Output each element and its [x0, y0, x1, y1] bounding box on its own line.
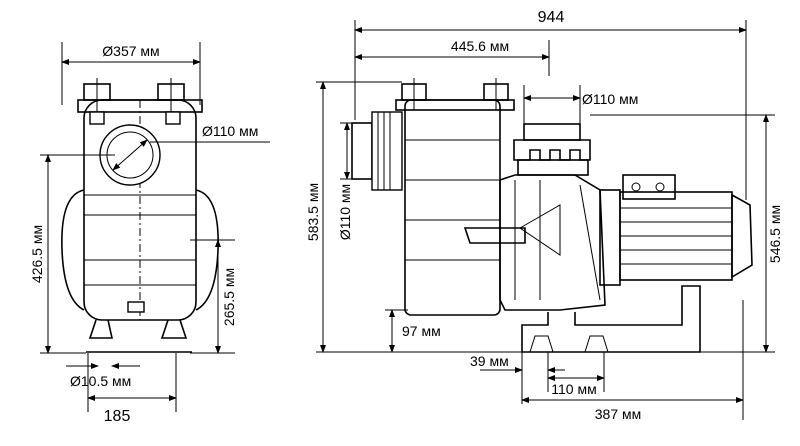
side-inlet-offset-label: 445.6 мм — [451, 38, 509, 54]
side-total-height-label: 583.5 мм — [305, 183, 321, 241]
side-inlet-union — [351, 111, 403, 191]
front-axis-height-label: 265.5 мм — [221, 268, 237, 326]
front-total-height-label: 426.5 мм — [29, 225, 45, 283]
side-base — [521, 285, 701, 353]
front-top-width-label: Ø357 мм — [102, 43, 159, 59]
side-base-length-label: 387 мм — [595, 406, 642, 422]
side-outlet — [513, 123, 591, 176]
front-bolt-hole-label: Ø10.5 мм — [70, 373, 131, 389]
front-pump-body — [61, 78, 219, 353]
side-inlet-diameter-label: Ø110 мм — [337, 184, 353, 240]
side-inlet-axis-height-label: 97 мм — [402, 323, 441, 339]
side-view: 944 445.6 мм Ø110 мм Ø110 мм 583.5 мм 54… — [305, 9, 783, 422]
side-foot-width-label: 110 мм — [551, 381, 596, 397]
side-foot-margin-label: 39 мм — [470, 353, 509, 369]
side-pump-volute — [463, 174, 606, 311]
side-strainer-housing — [395, 78, 515, 316]
side-outlet-diameter-label: Ø110 мм — [582, 91, 638, 107]
side-outlet-height-label: 546.5 мм — [767, 205, 783, 263]
side-motor — [599, 174, 753, 286]
side-overall-length-label: 944 — [538, 9, 565, 26]
front-inlet-diameter-label: Ø110 мм — [202, 123, 258, 139]
front-view: Ø357 мм Ø110 мм 426.5 мм 265.5 мм Ø10.5 … — [29, 42, 270, 425]
front-foot-spacing-label: 185 — [104, 408, 131, 425]
